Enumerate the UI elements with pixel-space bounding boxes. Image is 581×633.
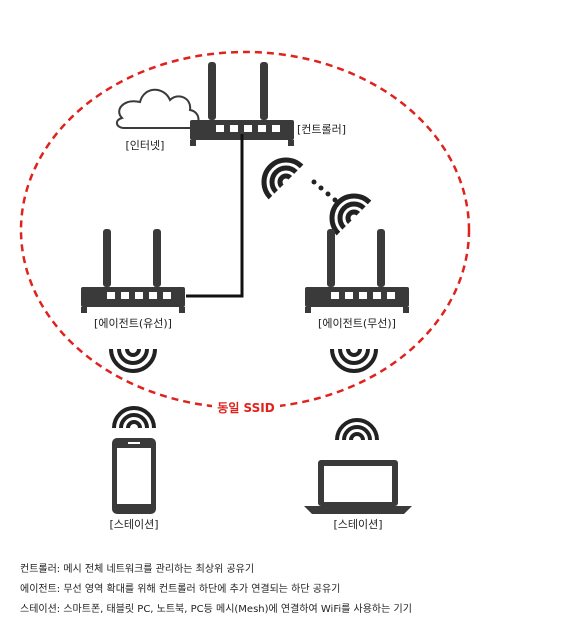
smartphone-icon — [112, 438, 156, 514]
wired-backhaul — [186, 134, 244, 298]
ssid-boundary — [19, 50, 471, 410]
controller-label: [컨트롤러] — [297, 123, 346, 136]
legend-controller: 컨트롤러: 메시 전체 네트워크를 관리하는 최상위 공유기 — [20, 564, 255, 575]
laptop-icon — [304, 460, 412, 514]
backhaul-dots — [311, 179, 338, 203]
router-icon — [305, 229, 409, 313]
wifi-icon — [261, 157, 304, 200]
ssid-label: 동일 SSID — [217, 401, 274, 415]
router-icon — [81, 229, 185, 313]
wifi-icon — [109, 348, 157, 373]
wifi-icon — [112, 406, 156, 429]
agent-wireless-label: [에이전트(무선)] — [318, 317, 396, 330]
legend-agent: 에이전트: 무선 영역 확대를 위해 컨트롤러 하단에 추가 연결되는 하단 공… — [20, 584, 341, 595]
agent-wired-label: [에이전트(유선)] — [94, 317, 172, 330]
router-icon — [190, 62, 294, 146]
wifi-icon — [330, 348, 378, 373]
legend: 컨트롤러: 메시 전체 네트워크를 관리하는 최상위 공유기 에이전트: 무선 … — [20, 560, 570, 620]
cloud-icon — [116, 88, 200, 129]
internet-label: [인터넷] — [126, 139, 165, 152]
station-phone-label: [스테이션] — [109, 518, 158, 531]
wifi-icon — [329, 193, 372, 236]
legend-station: 스테이션: 스마트폰, 태블릿 PC, 노트북, PC등 메시(Mesh)에 연… — [20, 604, 412, 615]
wifi-icon — [335, 418, 379, 441]
station-laptop-label: [스테이션] — [333, 518, 382, 531]
